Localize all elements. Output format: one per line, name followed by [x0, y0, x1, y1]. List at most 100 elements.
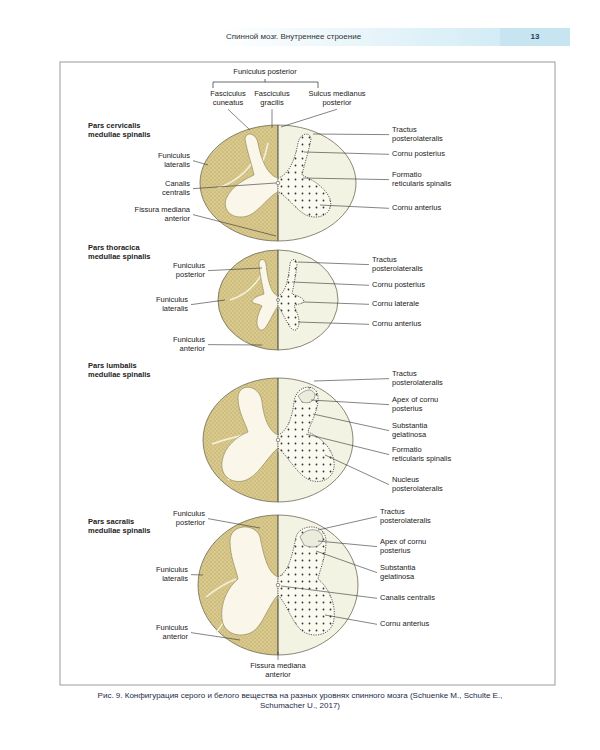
level-label: Pars thoracica medullae spinalis: [88, 244, 160, 261]
gray-matter: [252, 260, 278, 331]
leader-line: [303, 178, 389, 180]
figure-frame: [60, 62, 555, 685]
leader-line: [208, 519, 260, 528]
bracket: [213, 79, 318, 88]
leader-line: [278, 652, 279, 660]
part-label: Formatio reticularis spinalis: [392, 446, 454, 463]
part-label: Sulcus medianus posterior: [305, 90, 369, 107]
median-sulcus: [278, 378, 279, 434]
leader-line: [292, 282, 369, 285]
median-fissure: [278, 195, 279, 241]
median-fissure: [278, 452, 279, 502]
figure-caption: Рис. 9. Конфигурация серого и белого вещ…: [95, 691, 505, 712]
leader-line: [193, 215, 276, 236]
leader-line: [316, 551, 377, 573]
white-matter: [278, 250, 338, 350]
part-label: Nucleus posterolateralis: [392, 476, 454, 493]
part-label: Cornu laterale: [372, 300, 434, 309]
part-label: Funiculus posterior: [220, 68, 310, 77]
thoracic-section: [218, 250, 338, 350]
part-label: Canalis centralis: [380, 594, 442, 603]
part-label: Apex of cornu posterius: [380, 538, 442, 555]
header-band: [215, 28, 500, 46]
part-label: Tractus posterolateralis: [392, 370, 454, 387]
part-label: Cornu anterius: [372, 320, 434, 329]
leader-line: [193, 183, 276, 189]
leader-line: [306, 434, 389, 455]
leader-line: [304, 152, 389, 154]
part-label: Funiculus posterior: [161, 510, 205, 527]
part-label: Apex of cornu posterius: [392, 396, 454, 413]
leader-line: [325, 615, 377, 624]
leader-line: [311, 400, 389, 405]
white-matter: [203, 378, 278, 502]
page-number: 13: [515, 32, 555, 41]
median-fissure: [278, 309, 279, 350]
page-header: Спинной мозг. Внутреннее строение: [226, 32, 361, 41]
white-matter: [198, 515, 278, 655]
leader-line: [318, 541, 377, 547]
gray-matter: [222, 387, 278, 481]
part-label: Substantia gelatinosa: [392, 422, 454, 439]
part-label: Cornu posterius: [392, 150, 454, 159]
sacral-section: [198, 515, 358, 655]
part-label: Funiculus lateralis: [140, 152, 190, 169]
substantia-gelatinosa: [300, 530, 323, 547]
level-label: Pars lumbalis medullae spinalis: [88, 362, 160, 379]
central-canal: [276, 583, 280, 587]
white-matter: [278, 378, 353, 502]
leader-line: [304, 302, 369, 304]
leader-line: [191, 300, 225, 305]
leader-line: [191, 633, 240, 640]
part-label: Funiculus lateralis: [144, 566, 188, 583]
leader-line: [313, 134, 389, 136]
leader-line: [281, 109, 337, 127]
part-label: Formatio reticularis spinalis: [392, 171, 454, 188]
part-label: Cornu anterius: [380, 620, 442, 629]
part-label: Tractus posterolateralis: [372, 256, 434, 273]
leader-line: [313, 414, 389, 431]
part-label: Funiculus anterior: [144, 624, 188, 641]
white-matter: [200, 125, 278, 241]
part-label: Canalis centralis: [140, 180, 190, 197]
level-label: Pars cervicalis medullae spinalis: [88, 122, 160, 139]
median-fissure: [278, 599, 279, 655]
leader-line: [208, 344, 262, 345]
part-label: Fissura mediana anterior: [243, 662, 313, 679]
part-label: Fissura mediana anterior: [134, 206, 190, 223]
white-matter: [278, 125, 356, 241]
median-sulcus: [278, 515, 279, 576]
leader-line: [298, 322, 369, 324]
part-label: Tractus posterolateralis: [392, 126, 454, 143]
part-label: Funiculus posterior: [161, 262, 205, 279]
cervical-section: [200, 125, 356, 241]
part-label: Fasciculus cuneatus: [205, 90, 251, 107]
page-number-box: [500, 28, 570, 46]
leader-line: [318, 517, 377, 530]
leader-line: [281, 586, 377, 598]
leader-line: [320, 205, 389, 208]
leader-line: [191, 574, 203, 575]
part-label: Fasciculus gracilis: [250, 90, 294, 107]
gray-matter: [278, 134, 331, 217]
part-label: Cornu anterius: [392, 204, 454, 213]
part-label: Funiculus lateralis: [144, 296, 188, 313]
leader-line: [228, 109, 250, 130]
part-label: Substantia gelatinosa: [380, 564, 442, 581]
central-canal: [277, 299, 280, 302]
gray-matter: [278, 527, 334, 635]
part-label: Cornu posterius: [372, 281, 434, 290]
gray-matter: [225, 134, 278, 217]
central-canal: [276, 438, 280, 442]
leader-line: [208, 268, 262, 271]
central-canal: [276, 181, 280, 185]
fiber-streak: [230, 270, 264, 300]
part-label: Funiculus anterior: [161, 336, 205, 353]
leader-line: [298, 262, 369, 265]
median-sulcus: [278, 125, 279, 177]
median-sulcus: [278, 250, 279, 295]
gray-matter: [222, 527, 278, 635]
substantia-gelatinosa: [298, 390, 315, 403]
leader-line: [314, 379, 389, 381]
